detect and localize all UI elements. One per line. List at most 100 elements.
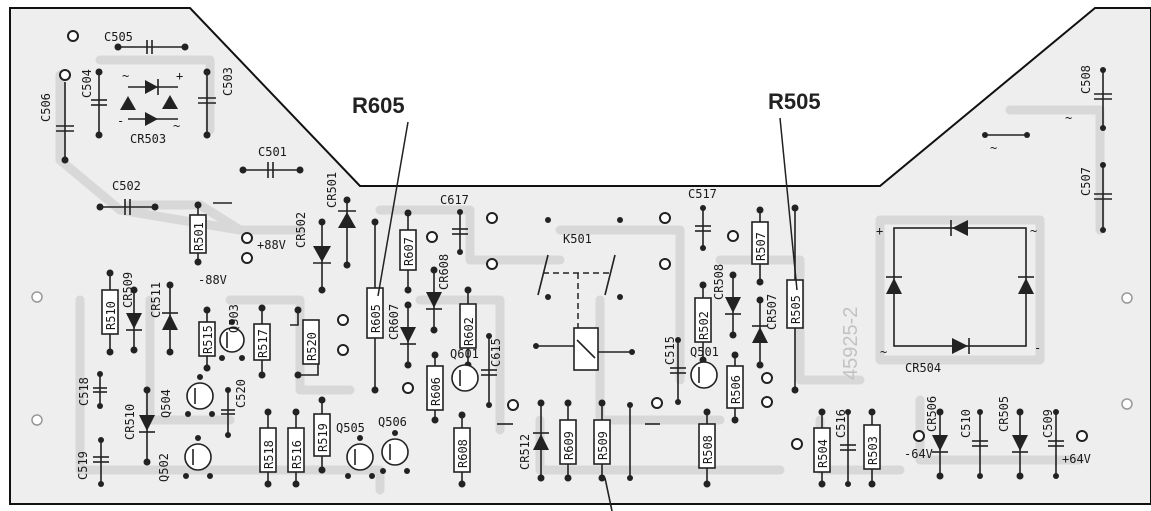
r608-label: R608 [456, 439, 470, 468]
c503-capacitor: C503 [198, 67, 235, 139]
r518-resistor: R518 [259, 408, 277, 488]
cr505-diode: CR505 [997, 396, 1028, 480]
ac-mark: ~ [990, 141, 997, 155]
r606-resistor: R606 [402, 351, 444, 424]
r505-label: R505 [789, 295, 803, 324]
r509-label: R509 [596, 431, 610, 460]
q503-transistor: Q503 [219, 304, 245, 361]
ac-input-pads: ~ ~ [982, 111, 1072, 155]
cr512-diode: CR512 [518, 399, 549, 482]
mounting-hole [1121, 398, 1133, 410]
c506-label: C506 [39, 93, 53, 122]
c502-capacitor: C502 [96, 179, 159, 215]
cr503-label: CR503 [130, 132, 166, 146]
r506-resistor: R506 [726, 351, 773, 424]
r609-resistor: R609 [559, 399, 577, 482]
c508-label: C508 [1079, 65, 1093, 94]
cr510-diode: CR510 [123, 386, 155, 466]
r505-resistor: R505 [786, 204, 804, 394]
c505-capacitor: C505 [67, 30, 189, 54]
cr506-label: CR506 [925, 396, 939, 432]
r520-label: R520 [305, 332, 319, 361]
cr504-bridge-rectifier: + ~ ~ - CR504 [876, 220, 1041, 375]
misc-pads-center [497, 397, 663, 481]
plus-mark: + [176, 69, 183, 83]
c508-capacitor: C508 [1079, 65, 1112, 131]
c516-label: C516 [834, 409, 848, 438]
c503-label: C503 [221, 67, 235, 96]
r517-label: R517 [256, 329, 270, 358]
board-outline [9, 7, 1151, 505]
q503-label: Q503 [227, 304, 241, 333]
c507-label: C507 [1079, 167, 1093, 196]
c519-label: C519 [76, 451, 90, 480]
q504-label: Q504 [159, 389, 173, 418]
r519-resistor: R519 [313, 396, 331, 474]
r504-label: R504 [816, 439, 830, 468]
c505-label: C505 [104, 30, 133, 44]
r520-resistor: R520 [290, 306, 320, 379]
r602-label: R602 [462, 317, 476, 346]
q502-label: Q502 [157, 453, 171, 482]
bias-pads [337, 314, 349, 356]
cr607-diode: CR607 [387, 301, 416, 369]
c501-capacitor: C501 [239, 145, 304, 178]
mounting-hole [1121, 292, 1133, 304]
c518-label: C518 [77, 377, 91, 406]
callout-r605: R605 [352, 93, 409, 297]
r605-resistor: R605 [366, 218, 384, 394]
r509-resistor: R509 [593, 399, 613, 511]
c501-label: C501 [258, 145, 287, 159]
ac-mark: ~ [122, 69, 129, 83]
c515-capacitor: C515 [663, 336, 686, 405]
cr508-label: CR508 [712, 264, 726, 300]
mounting-hole [31, 414, 43, 426]
r609-label: R609 [562, 431, 576, 460]
ac-mark: ~ [1065, 111, 1072, 125]
r506-label: R506 [729, 375, 743, 404]
r510-resistor: R510 [101, 269, 119, 356]
minus-mark: - [117, 114, 124, 128]
c615-capacitor: C615 [481, 333, 503, 408]
cr509-label: CR509 [121, 272, 135, 308]
cr511-label: CR511 [149, 282, 163, 318]
r503-resistor: R503 [863, 408, 881, 488]
r501-resistor: R501 [189, 201, 232, 266]
cr503-bridge-rectifier: ~ + - ~ CR503 [117, 69, 183, 146]
c617-capacitor: C617 [440, 193, 469, 255]
plus-mark: + [876, 224, 883, 238]
c517-label: C517 [688, 187, 717, 201]
c504-capacitor: C504 [80, 68, 107, 139]
c510-capacitor: C510 [959, 409, 988, 479]
cr509-diode: CR509 [121, 272, 142, 354]
k501-label: K501 [563, 232, 592, 246]
c509-label: C509 [1041, 409, 1055, 438]
cr607-label: CR607 [387, 304, 401, 340]
c518-capacitor: C518 [77, 371, 107, 409]
r607-label: R607 [402, 237, 416, 266]
r516-label: R516 [290, 440, 304, 469]
ac-mark: ~ [173, 119, 180, 133]
minus-mark: - [1034, 341, 1041, 355]
r508-label: R508 [701, 435, 715, 464]
r515-resistor: R515 [198, 306, 216, 372]
cr505-label: CR505 [997, 396, 1011, 432]
c517-capacitor: C517 [688, 187, 717, 251]
c520-label: C520 [234, 379, 248, 408]
cr608-label: CR608 [437, 254, 451, 290]
q505-label: Q505 [336, 421, 365, 435]
ac-mark: ~ [880, 345, 887, 359]
r502-resistor: R502 [694, 281, 712, 364]
cr501-label: CR501 [325, 172, 339, 208]
minus88-label: -88V [198, 273, 227, 287]
q501-label: Q501 [690, 345, 719, 359]
lower-right-parts: R504 C516 R503 [791, 408, 881, 488]
cr507-label: CR507 [765, 294, 779, 330]
callout-r505-leader [779, 117, 798, 291]
part-number: 45925-2 [840, 307, 862, 380]
c520-capacitor: C520 [221, 379, 248, 438]
r507-label: R507 [754, 232, 768, 261]
minus64-label: -64V [904, 447, 933, 461]
q505-transistor: Q505 [336, 421, 375, 479]
r501-label: R501 [192, 222, 206, 251]
